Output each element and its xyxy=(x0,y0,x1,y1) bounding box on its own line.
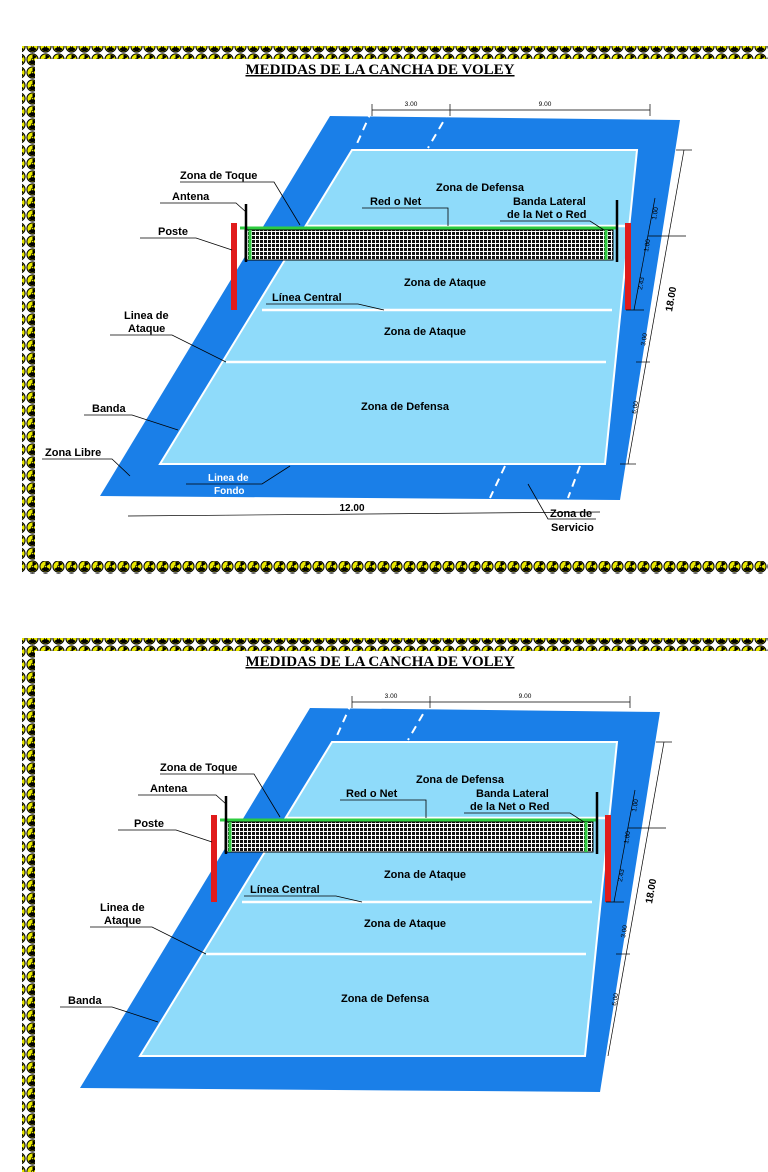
label-banda-lateral-1: Banda Lateral xyxy=(476,788,549,800)
post-right xyxy=(605,815,611,902)
dim-length: 18.00 xyxy=(664,286,679,313)
decorative-border-bottom xyxy=(22,561,768,574)
post-left xyxy=(231,223,237,310)
label-red-o-net: Red o Net xyxy=(370,196,422,208)
label-linea-central: Línea Central xyxy=(272,292,342,304)
label-zona-servicio-1: Zona de xyxy=(550,508,592,520)
decorative-border-top xyxy=(22,638,768,651)
label-poste: Poste xyxy=(158,226,188,238)
dim-net-1: 1.00 xyxy=(631,798,640,812)
label-linea-ataque-1: Linea de xyxy=(100,902,145,914)
dim-right-1: 3.00 xyxy=(620,924,629,938)
label-zona-servicio-2: Servicio xyxy=(551,522,594,534)
zone-defensa-near: Zona de Defensa xyxy=(361,401,450,413)
dim-right-2: 6.00 xyxy=(611,992,620,1006)
label-linea-ataque-2: Ataque xyxy=(128,323,165,335)
label-antena: Antena xyxy=(172,191,210,203)
label-antena: Antena xyxy=(150,783,188,795)
label-red-o-net: Red o Net xyxy=(346,788,398,800)
dim-top-left: 3.00 xyxy=(385,693,398,700)
label-linea-ataque-1: Linea de xyxy=(124,310,169,322)
zone-defensa-far: Zona de Defensa xyxy=(416,774,505,786)
label-linea-ataque-2: Ataque xyxy=(104,915,141,927)
post-right xyxy=(625,223,631,310)
zone-ataque-far: Zona de Ataque xyxy=(404,277,486,289)
court-diagram-copy: MEDIDAS DE LA CANCHA DE VOLEY Zona de De… xyxy=(22,638,768,1172)
zone-ataque-near: Zona de Ataque xyxy=(364,918,446,930)
dim-width: 12.00 xyxy=(339,503,364,514)
net-mesh xyxy=(244,229,614,261)
decorative-border-left xyxy=(22,46,35,574)
zone-defensa-near: Zona de Defensa xyxy=(341,993,430,1005)
dim-net-3: 1.00 xyxy=(643,238,652,252)
dim-net-2: 2.43 xyxy=(637,276,646,290)
label-linea-fondo-2: Fondo xyxy=(214,486,245,497)
label-banda-lateral-2: de la Net o Red xyxy=(507,209,586,221)
dim-net-2: 2.43 xyxy=(617,868,626,882)
zone-ataque-far: Zona de Ataque xyxy=(384,869,466,881)
label-linea-fondo-1: Linea de xyxy=(208,473,249,484)
dim-length: 18.00 xyxy=(644,878,659,905)
diagram-panel-2: MEDIDAS DE LA CANCHA DE VOLEY Zona de De… xyxy=(0,632,768,1172)
label-banda-lateral-1: Banda Lateral xyxy=(513,196,586,208)
dim-right-1: 3.00 xyxy=(640,332,649,346)
page-title: MEDIDAS DE LA CANCHA DE VOLEY xyxy=(245,654,514,670)
label-poste: Poste xyxy=(134,818,164,830)
dim-net-1: 1.00 xyxy=(651,206,660,220)
label-zona-libre: Zona Libre xyxy=(45,447,101,459)
decorative-border-top xyxy=(22,46,768,59)
post-left xyxy=(211,815,217,902)
label-banda: Banda xyxy=(92,403,127,415)
page-title: MEDIDAS DE LA CANCHA DE VOLEY xyxy=(245,62,514,78)
net-mesh xyxy=(224,821,594,853)
zone-defensa-far: Zona de Defensa xyxy=(436,182,525,194)
diagram-panel-1: MEDIDAS DE LA CANCHA DE VOLEY Zona de De… xyxy=(0,40,768,580)
dim-top-right: 9.00 xyxy=(539,101,552,108)
court-diagram: MEDIDAS DE LA CANCHA DE VOLEY Zona de De… xyxy=(22,46,768,574)
label-banda-lateral-2: de la Net o Red xyxy=(470,801,549,813)
label-zona-de-toque: Zona de Toque xyxy=(160,762,237,774)
label-zona-de-toque: Zona de Toque xyxy=(180,170,257,182)
decorative-border-left xyxy=(22,638,35,1172)
zone-ataque-near: Zona de Ataque xyxy=(384,326,466,338)
dim-top-left: 3.00 xyxy=(405,101,418,108)
dim-right-2: 6.00 xyxy=(631,400,640,414)
dim-net-3: 1.00 xyxy=(623,830,632,844)
label-linea-central: Línea Central xyxy=(250,884,320,896)
dim-top-right: 9.00 xyxy=(519,693,532,700)
label-banda: Banda xyxy=(68,995,103,1007)
